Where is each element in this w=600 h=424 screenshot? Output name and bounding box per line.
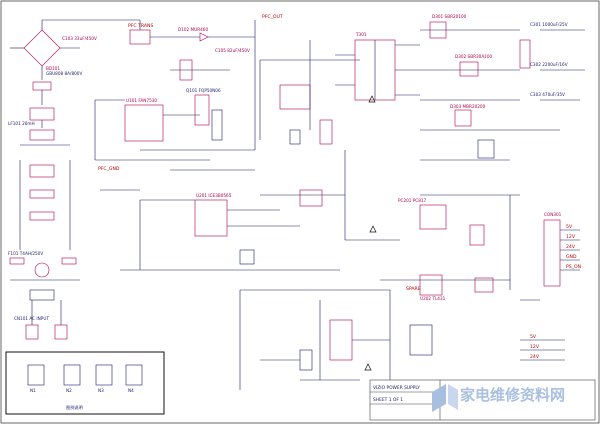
pfc-diode-label: D102 MUR460: [178, 27, 208, 32]
pfc-out-net: PFC_OUT: [262, 14, 283, 20]
net-12v: 12V: [566, 234, 576, 240]
out1-label: D301 SBR20100: [432, 14, 467, 19]
doc-title: VIZIO POWER SUPPLY: [373, 385, 420, 391]
ac-in-label: CN101 AC INPUT: [14, 316, 49, 321]
pfc-ic-label: U101 FAN7530: [126, 98, 157, 103]
connector-label: CON301: [544, 212, 562, 217]
net-12v-out: 12V: [530, 344, 540, 350]
emi-choke-2: [29, 164, 55, 178]
warning-icon: [368, 95, 376, 103]
legend-item-1: N1: [30, 388, 36, 393]
transformer-label: T301: [355, 32, 367, 37]
pfc-choke-label: PFC TRANS: [128, 23, 153, 29]
cap3-label: C303 470uF/35V: [530, 92, 565, 97]
ac-connector-1: [25, 324, 39, 340]
net-24v-out: 24V: [530, 354, 540, 360]
cap1-label: C301 1000uF/25V: [530, 22, 568, 27]
shunt-regulator: [419, 274, 443, 296]
standby-ic-label: U201 ICE3B0565: [196, 193, 232, 198]
watermark-logo-icon: [432, 384, 458, 412]
legend-item-4: N4: [128, 388, 134, 393]
legend-caption: 图例说明: [66, 404, 83, 411]
secondary-section: [380, 21, 585, 361]
pfc-gnd-net: PFC_GND: [98, 166, 120, 172]
pfc-choke: [129, 29, 151, 45]
legend-item-3: N3: [98, 388, 104, 393]
spare-net: SPARE: [406, 286, 421, 292]
emi-choke-1: [29, 107, 55, 121]
net-5v-out: 5V: [530, 334, 537, 340]
legend-box: [5, 351, 165, 415]
shunt-label: U202 TL431: [420, 296, 446, 301]
standby-ic: [194, 199, 228, 237]
optocoupler: [419, 204, 447, 230]
choke-label: LF101 20mH: [8, 121, 35, 126]
net-24v: 24V: [566, 244, 576, 250]
warning-triangles: [364, 95, 377, 371]
converter-section: [100, 40, 400, 271]
output-rectifier-1: [429, 21, 447, 39]
output-connector: [543, 219, 561, 287]
input-cap-label: C103 33uF/450V: [62, 36, 97, 41]
bulk-cap-label: C105 82uF/450V: [215, 48, 250, 53]
warning-icon: [369, 225, 377, 233]
bridge-rectifier: [23, 29, 61, 67]
mosfet-label: Q101 FQP50N06: [186, 88, 221, 93]
watermark: 家电维修资料网: [460, 386, 565, 404]
bridge-part: GBU808 8A/800V: [46, 71, 82, 76]
out2-label: D302 SBR30A100: [455, 54, 493, 59]
legend-symbols: [27, 364, 143, 386]
doc-sheet: SHEET 1 OF 1: [373, 397, 403, 403]
net-gnd: GND: [566, 254, 577, 260]
net-5v: 5V: [566, 224, 573, 230]
legend-item-2: N2: [66, 388, 72, 393]
input-section: [9, 19, 140, 340]
optocoupler-label: PC201 PC817: [398, 198, 427, 203]
bridge-ref: BD101: [46, 66, 60, 71]
pfc-controller-ic: [124, 104, 164, 142]
fuse-label: F101 T4AH/250V: [8, 251, 43, 256]
varistor: [34, 262, 50, 278]
net-ps-on: PS_ON: [566, 264, 581, 270]
cap2-label: C302 2200uF/16V: [530, 62, 568, 67]
output-rectifier-2: [459, 61, 479, 77]
pfc-mosfet: [194, 94, 210, 126]
control-section: [239, 289, 433, 390]
ac-connector-2: [54, 324, 68, 340]
out3-label: D303 MBR20200: [450, 104, 486, 109]
main-transformer: [335, 39, 420, 101]
pfc-diode: [199, 32, 209, 42]
warning-icon: [364, 363, 372, 371]
pfc-section: [94, 20, 256, 171]
output-rectifier-3: [454, 109, 472, 127]
